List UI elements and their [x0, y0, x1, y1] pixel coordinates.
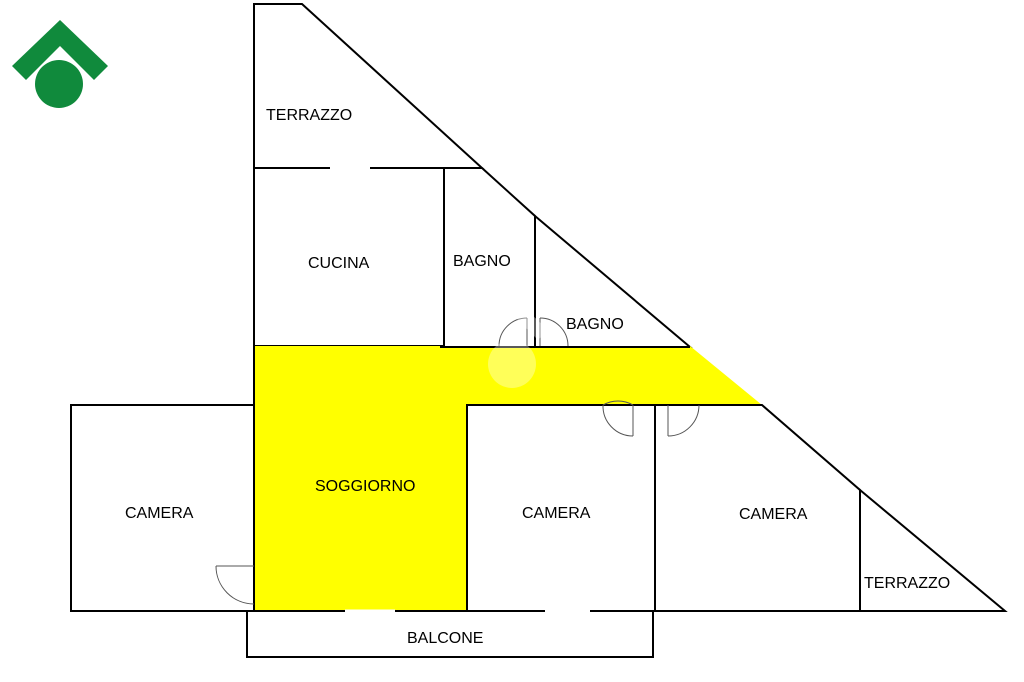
bagno-1-label: BAGNO: [453, 253, 511, 270]
terrazzo-top-area: [253, 3, 485, 169]
door-swings: [215, 317, 700, 605]
watermark-logo: [476, 296, 548, 388]
camera-right-label: CAMERA: [739, 506, 808, 523]
terrazzo-top-label: TERRAZZO: [266, 107, 352, 124]
soggiorno-area: [254, 346, 762, 611]
house-circle-logo-icon: [12, 20, 108, 108]
camera-left-label: CAMERA: [125, 505, 194, 522]
balcone-area: [246, 610, 654, 658]
camera-center-label: CAMERA: [522, 505, 591, 522]
balcone-label: BALCONE: [407, 630, 483, 647]
terrazzo-right-area: [859, 487, 1008, 612]
bagno-2-label: BAGNO: [566, 316, 624, 333]
soggiorno-label: SOGGIORNO: [315, 478, 415, 495]
terrazzo-right-label: TERRAZZO: [864, 575, 950, 592]
camera-left-area: [70, 404, 255, 612]
cucina-label: CUCINA: [308, 255, 370, 272]
window-marks: [330, 166, 590, 613]
